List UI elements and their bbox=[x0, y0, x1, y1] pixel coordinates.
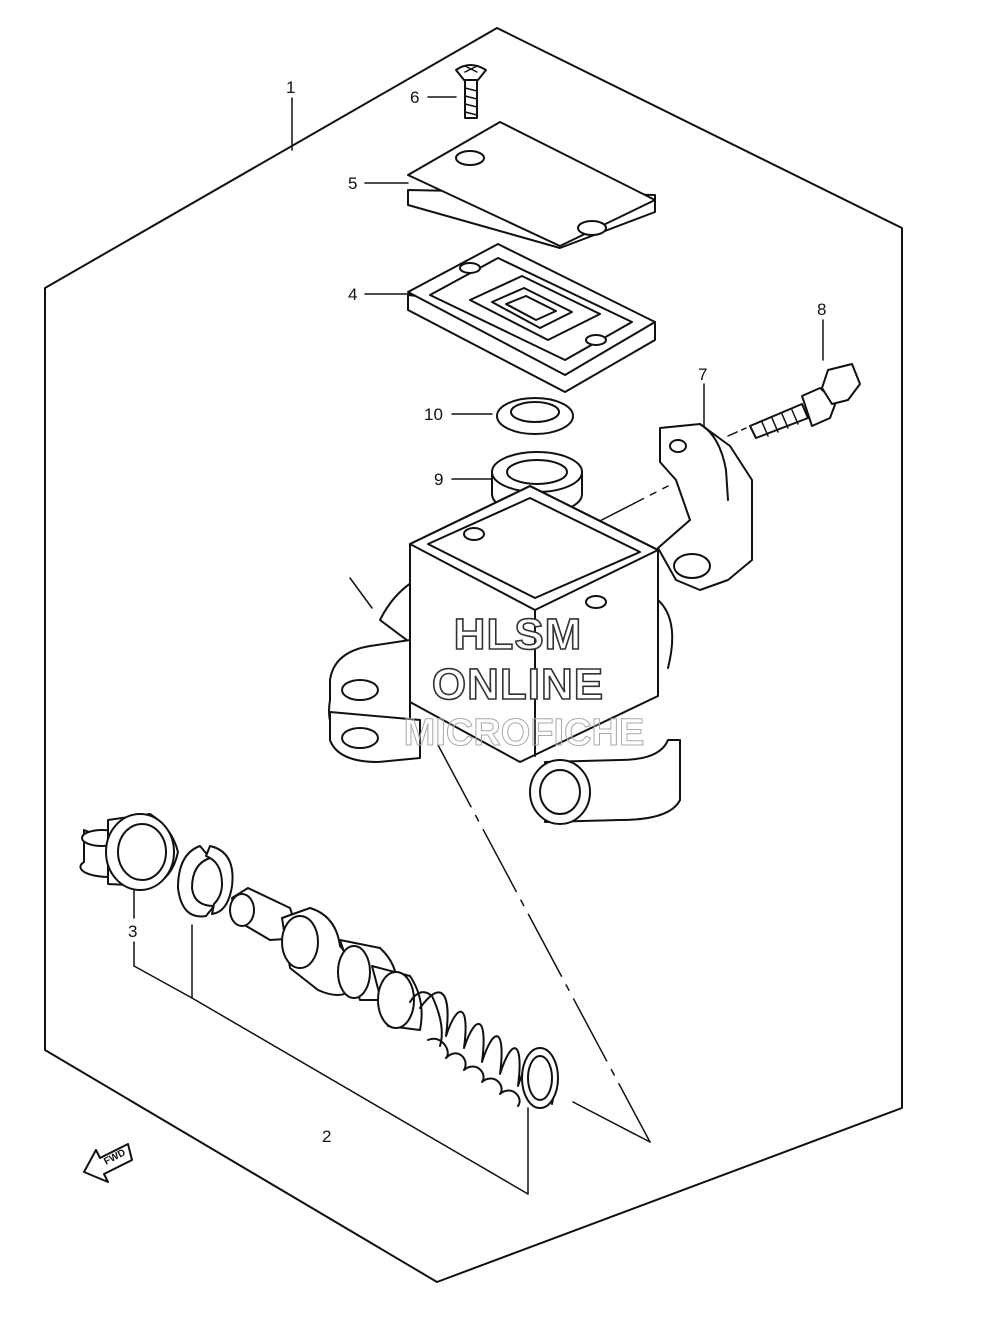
callout-8: 8 bbox=[817, 300, 826, 319]
callout-5: 5 bbox=[348, 174, 357, 193]
master-cylinder-body bbox=[328, 485, 681, 825]
callout-10: 10 bbox=[424, 405, 443, 424]
forward-arrow-icon: FWD bbox=[83, 1143, 133, 1183]
reservoir-cap-part-5 bbox=[407, 121, 656, 249]
leader-lines bbox=[133, 96, 824, 1195]
screw-part-6 bbox=[455, 64, 487, 119]
piston-kit-part-2 bbox=[229, 887, 559, 1109]
ring-part-10 bbox=[496, 397, 574, 435]
assembly-axis-lines bbox=[349, 427, 747, 1143]
callout-3: 3 bbox=[128, 922, 137, 941]
callout-4: 4 bbox=[348, 285, 357, 304]
callout-labels: 1 2 3 4 5 6 7 8 9 10 bbox=[128, 78, 826, 1146]
callout-2: 2 bbox=[322, 1127, 331, 1146]
callout-1: 1 bbox=[286, 78, 295, 97]
circlip bbox=[177, 845, 234, 918]
assembly-boundary bbox=[44, 27, 903, 1283]
diaphragm-part-4 bbox=[407, 243, 656, 393]
callout-6: 6 bbox=[410, 88, 419, 107]
bolt-part-8 bbox=[749, 363, 861, 439]
boot-part-3 bbox=[79, 813, 179, 891]
callout-9: 9 bbox=[434, 470, 443, 489]
callout-7: 7 bbox=[698, 365, 707, 384]
clamp-part-7 bbox=[657, 423, 753, 591]
